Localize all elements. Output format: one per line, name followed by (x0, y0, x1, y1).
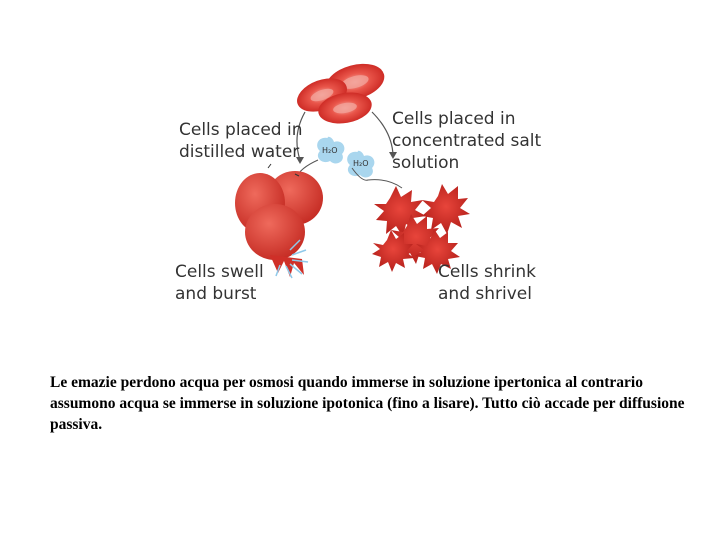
shrunken-cell (372, 230, 414, 272)
shrunken-cell (422, 184, 470, 234)
swollen-cell (245, 204, 305, 260)
arrow-to-salt (371, 111, 394, 156)
label-swell-burst: Cells swell and burst (175, 261, 264, 305)
normal-cell-center (333, 102, 357, 114)
label-line: distilled water (179, 142, 300, 162)
label-line: Cells swell (175, 262, 264, 282)
label-shrink-shrivel: Cells shrink and shrivel (438, 261, 536, 305)
label-line: Cells placed in (392, 109, 516, 129)
arrow-head (389, 152, 397, 159)
label-distilled-water: Cells placed in distilled water (179, 119, 302, 163)
water-droplet-right: H₂O (347, 150, 375, 178)
shrunken-cell (415, 229, 460, 274)
swollen-cells (235, 163, 323, 279)
burst-cell-fragment (270, 255, 304, 277)
normal-cell-center (310, 88, 334, 102)
caption-text: Le emazie perdono acqua per osmosi quand… (50, 374, 685, 433)
water-droplet-left: H₂O (317, 136, 345, 164)
arrow-head (296, 157, 304, 164)
label-line: Cells placed in (179, 120, 303, 140)
label-line: Cells shrink (438, 262, 536, 282)
cell-detail (267, 163, 300, 177)
arrow-to-distilled (296, 111, 306, 161)
shrunken-cells (372, 184, 470, 274)
normal-cell-center (341, 75, 369, 89)
water-label: H₂O (322, 146, 338, 155)
normal-cells (297, 63, 385, 124)
label-line: solution (392, 153, 460, 173)
label-line: concentrated salt (392, 131, 542, 151)
label-line: and burst (175, 284, 257, 304)
burst-spray (275, 239, 309, 279)
label-salt-solution: Cells placed in concentrated salt soluti… (392, 108, 541, 174)
arrow-water-out (351, 167, 403, 189)
water-label: H₂O (353, 159, 369, 168)
label-line: and shrivel (438, 284, 532, 304)
